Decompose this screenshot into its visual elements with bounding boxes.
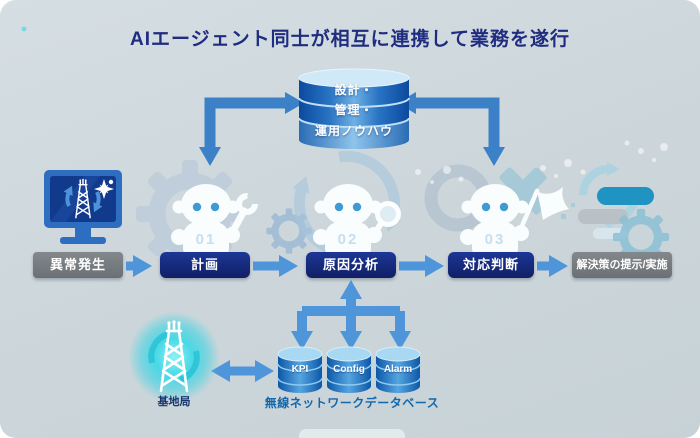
wrench-icon — [228, 193, 258, 237]
database-cylinder-icon — [298, 68, 410, 149]
step-box-analysis: 原因分析 — [306, 252, 396, 278]
step-box-plan: 計画 — [160, 252, 250, 278]
db-label-kpi: KPI — [291, 364, 309, 375]
knowledge-db-row: 運用ノウハウ — [314, 124, 393, 138]
trident-arrow — [291, 280, 411, 350]
knowledge-db-row: 設計・ — [334, 83, 374, 97]
refresh-icon — [63, 185, 103, 213]
bottom-tab — [299, 429, 405, 438]
dots-decoration — [415, 140, 668, 184]
network-db-caption: 無線ネットワークデータベース — [264, 396, 440, 410]
robot-number: 01 — [195, 231, 217, 248]
sliders-icon — [578, 187, 654, 239]
flag-icon — [516, 187, 569, 236]
elbow-arrow-right — [397, 92, 505, 166]
step-box-decision: 対応判断 — [448, 252, 534, 278]
db-label-alarm: Alarm — [383, 364, 413, 375]
alert-monitor-icon — [44, 170, 122, 244]
outcome-box: 解決策の提示/実施 — [572, 252, 672, 278]
alert-burst-icon — [94, 179, 114, 199]
db-label-config: Config — [333, 364, 365, 375]
robot-agent-icon — [171, 184, 569, 262]
magnifier-icon — [368, 201, 401, 243]
elbow-arrow-left — [199, 92, 304, 166]
robot-number: 02 — [337, 231, 359, 248]
knowledge-db-row: 管理・ — [334, 103, 374, 117]
database-cylinder-icon — [277, 346, 421, 393]
page-title: AIエージェント同士が相互に連携して業務を遂行 — [129, 29, 571, 50]
sparkle-decoration — [21, 26, 27, 32]
robot-number: 03 — [484, 231, 506, 248]
trigger-box: 異常発生 — [33, 252, 123, 278]
base-station-label: 基地局 — [157, 396, 191, 408]
base-station-icon — [128, 311, 220, 403]
